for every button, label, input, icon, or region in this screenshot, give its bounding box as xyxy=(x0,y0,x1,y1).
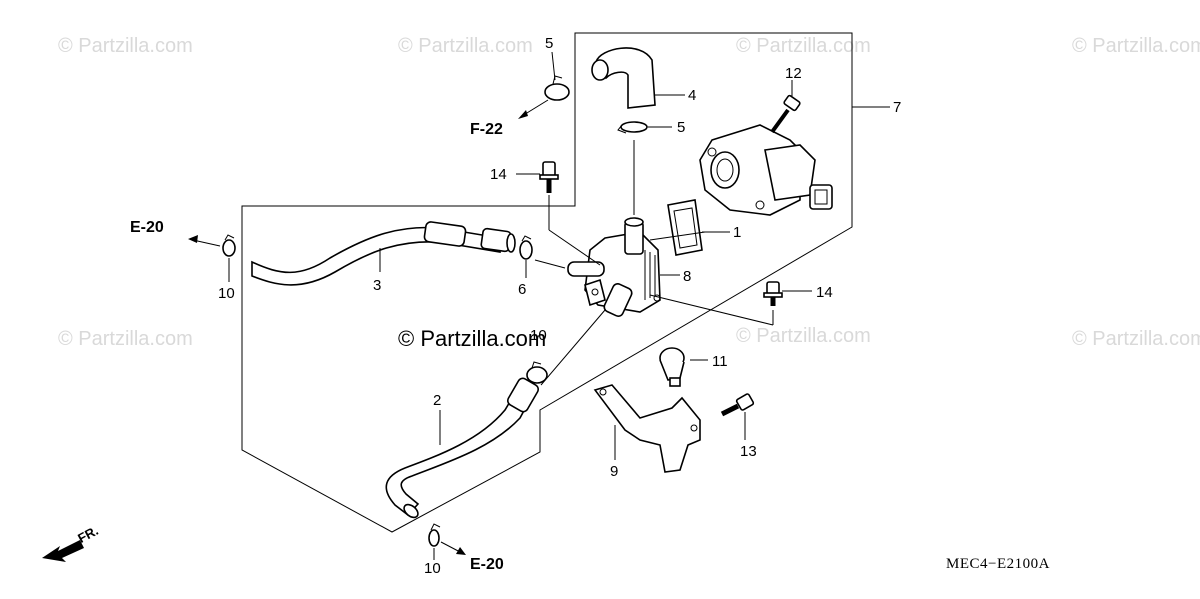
hose-2 xyxy=(385,377,539,519)
bolt-12 xyxy=(770,94,801,134)
gasket-1 xyxy=(667,199,703,256)
valve-body-8 xyxy=(567,217,661,317)
callout-10-left: 10 xyxy=(218,285,235,302)
clamp-5-mid xyxy=(617,121,648,134)
watermark: © Partzilla.com xyxy=(58,35,193,57)
callout-1: 1 xyxy=(733,224,741,241)
watermark-layer: © Partzilla.com © Partzilla.com © Partzi… xyxy=(58,35,1200,350)
clamp-5-top xyxy=(544,75,570,101)
bolt-14-right xyxy=(763,281,783,306)
callout-7: 7 xyxy=(893,99,901,116)
callout-3: 3 xyxy=(373,277,381,294)
clamp-10-bottom xyxy=(428,523,441,547)
watermark: © Partzilla.com xyxy=(736,35,871,57)
clamp-6 xyxy=(519,235,533,260)
brand-overlay: © Partzilla.com xyxy=(398,326,546,351)
callout-12: 12 xyxy=(785,65,802,82)
hose-3 xyxy=(251,221,516,286)
hose-4 xyxy=(591,47,656,109)
callout-10-mid: 10 xyxy=(530,327,547,344)
callout-5-mid: 5 xyxy=(677,119,685,136)
leader-lines xyxy=(228,51,890,560)
bolt-14-upper xyxy=(539,161,559,193)
watermark: © Partzilla.com xyxy=(1072,35,1200,57)
assembly-boundary xyxy=(241,32,853,533)
clamp-10-mid xyxy=(526,361,548,384)
callout-2: 2 xyxy=(433,392,441,409)
watermark: © Partzilla.com xyxy=(736,325,871,347)
callout-9: 9 xyxy=(610,463,618,480)
bracket-9 xyxy=(593,384,701,473)
watermark: © Partzilla.com xyxy=(1072,328,1200,350)
reference-arrows xyxy=(188,99,549,555)
watermark: © Partzilla.com xyxy=(398,35,533,57)
reference-f22: F-22 xyxy=(470,121,503,138)
watermark: © Partzilla.com xyxy=(58,328,193,350)
callout-14-right: 14 xyxy=(816,284,833,301)
reference-e20-bottom: E-20 xyxy=(470,556,504,573)
callout-4: 4 xyxy=(688,87,696,104)
front-arrow: FR. xyxy=(42,523,101,562)
callout-10-bottom: 10 xyxy=(424,560,441,577)
callout-labels: 5 4 5 12 7 1 8 14 14 3 10 6 10 11 2 13 9… xyxy=(218,35,901,577)
callout-13: 13 xyxy=(740,443,757,460)
callout-5-top: 5 xyxy=(545,35,553,52)
callout-6: 6 xyxy=(518,281,526,298)
clamp-10-left xyxy=(222,234,236,257)
callout-8: 8 xyxy=(683,268,691,285)
callout-11: 11 xyxy=(712,353,728,370)
clip-11 xyxy=(659,347,685,387)
bolt-13 xyxy=(720,393,755,417)
iac-valve-7 xyxy=(699,124,833,216)
reference-e20-left: E-20 xyxy=(130,219,164,236)
diagram-code: MEC4−E2100A xyxy=(946,556,1050,572)
callout-14-left: 14 xyxy=(490,166,507,183)
